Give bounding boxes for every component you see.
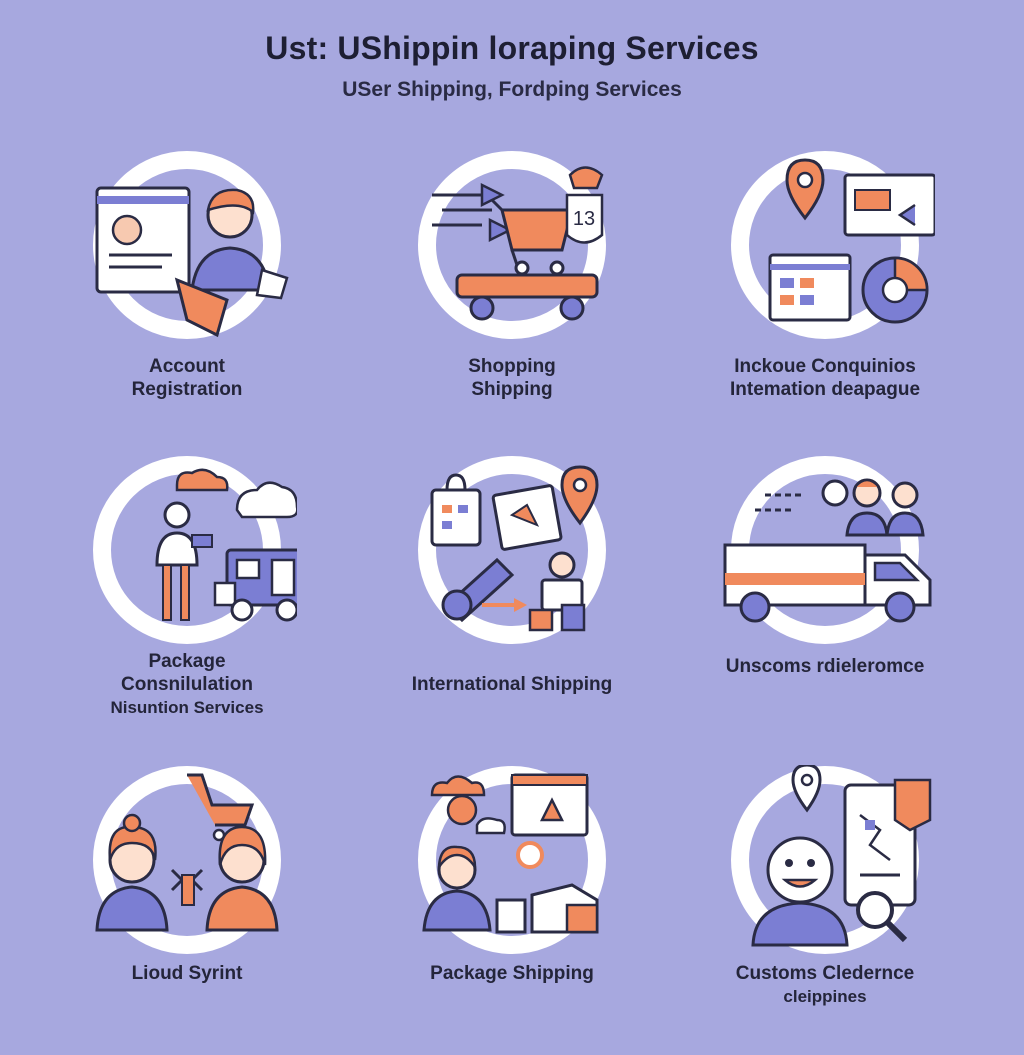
service-card-unscoms-clearance[interactable]: Unscoms rdieleromce: [675, 455, 975, 745]
package-parcel-icon: [418, 766, 606, 954]
service-label: International Shipping: [411, 674, 613, 695]
service-card-package-shipping[interactable]: Package Shipping: [362, 765, 662, 1055]
service-label: Unscoms rdieleromce: [725, 656, 925, 677]
badge-number: 13: [573, 208, 595, 230]
map-dashboard-icon: [731, 151, 935, 339]
shopping-cart-icon: 13: [418, 151, 606, 339]
service-label: Package Shipping: [430, 963, 594, 984]
registration-icon: [93, 151, 289, 339]
people-cart-icon: [93, 766, 281, 954]
service-card-international-shipping[interactable]: International Shipping: [362, 455, 662, 745]
page-subtitle: USer Shipping, Fordping Services: [342, 78, 682, 101]
customs-search-icon: [731, 765, 932, 954]
van-team-icon: [723, 456, 932, 644]
delivery-truck-icon: [93, 456, 297, 644]
service-label: Lioud Syrint: [131, 963, 243, 984]
page-title: Ust: UShippin loraping Services: [265, 30, 759, 66]
global-shipping-icon: [418, 456, 606, 644]
service-card-cloud-syrint[interactable]: Lioud Syrint: [37, 765, 337, 1055]
